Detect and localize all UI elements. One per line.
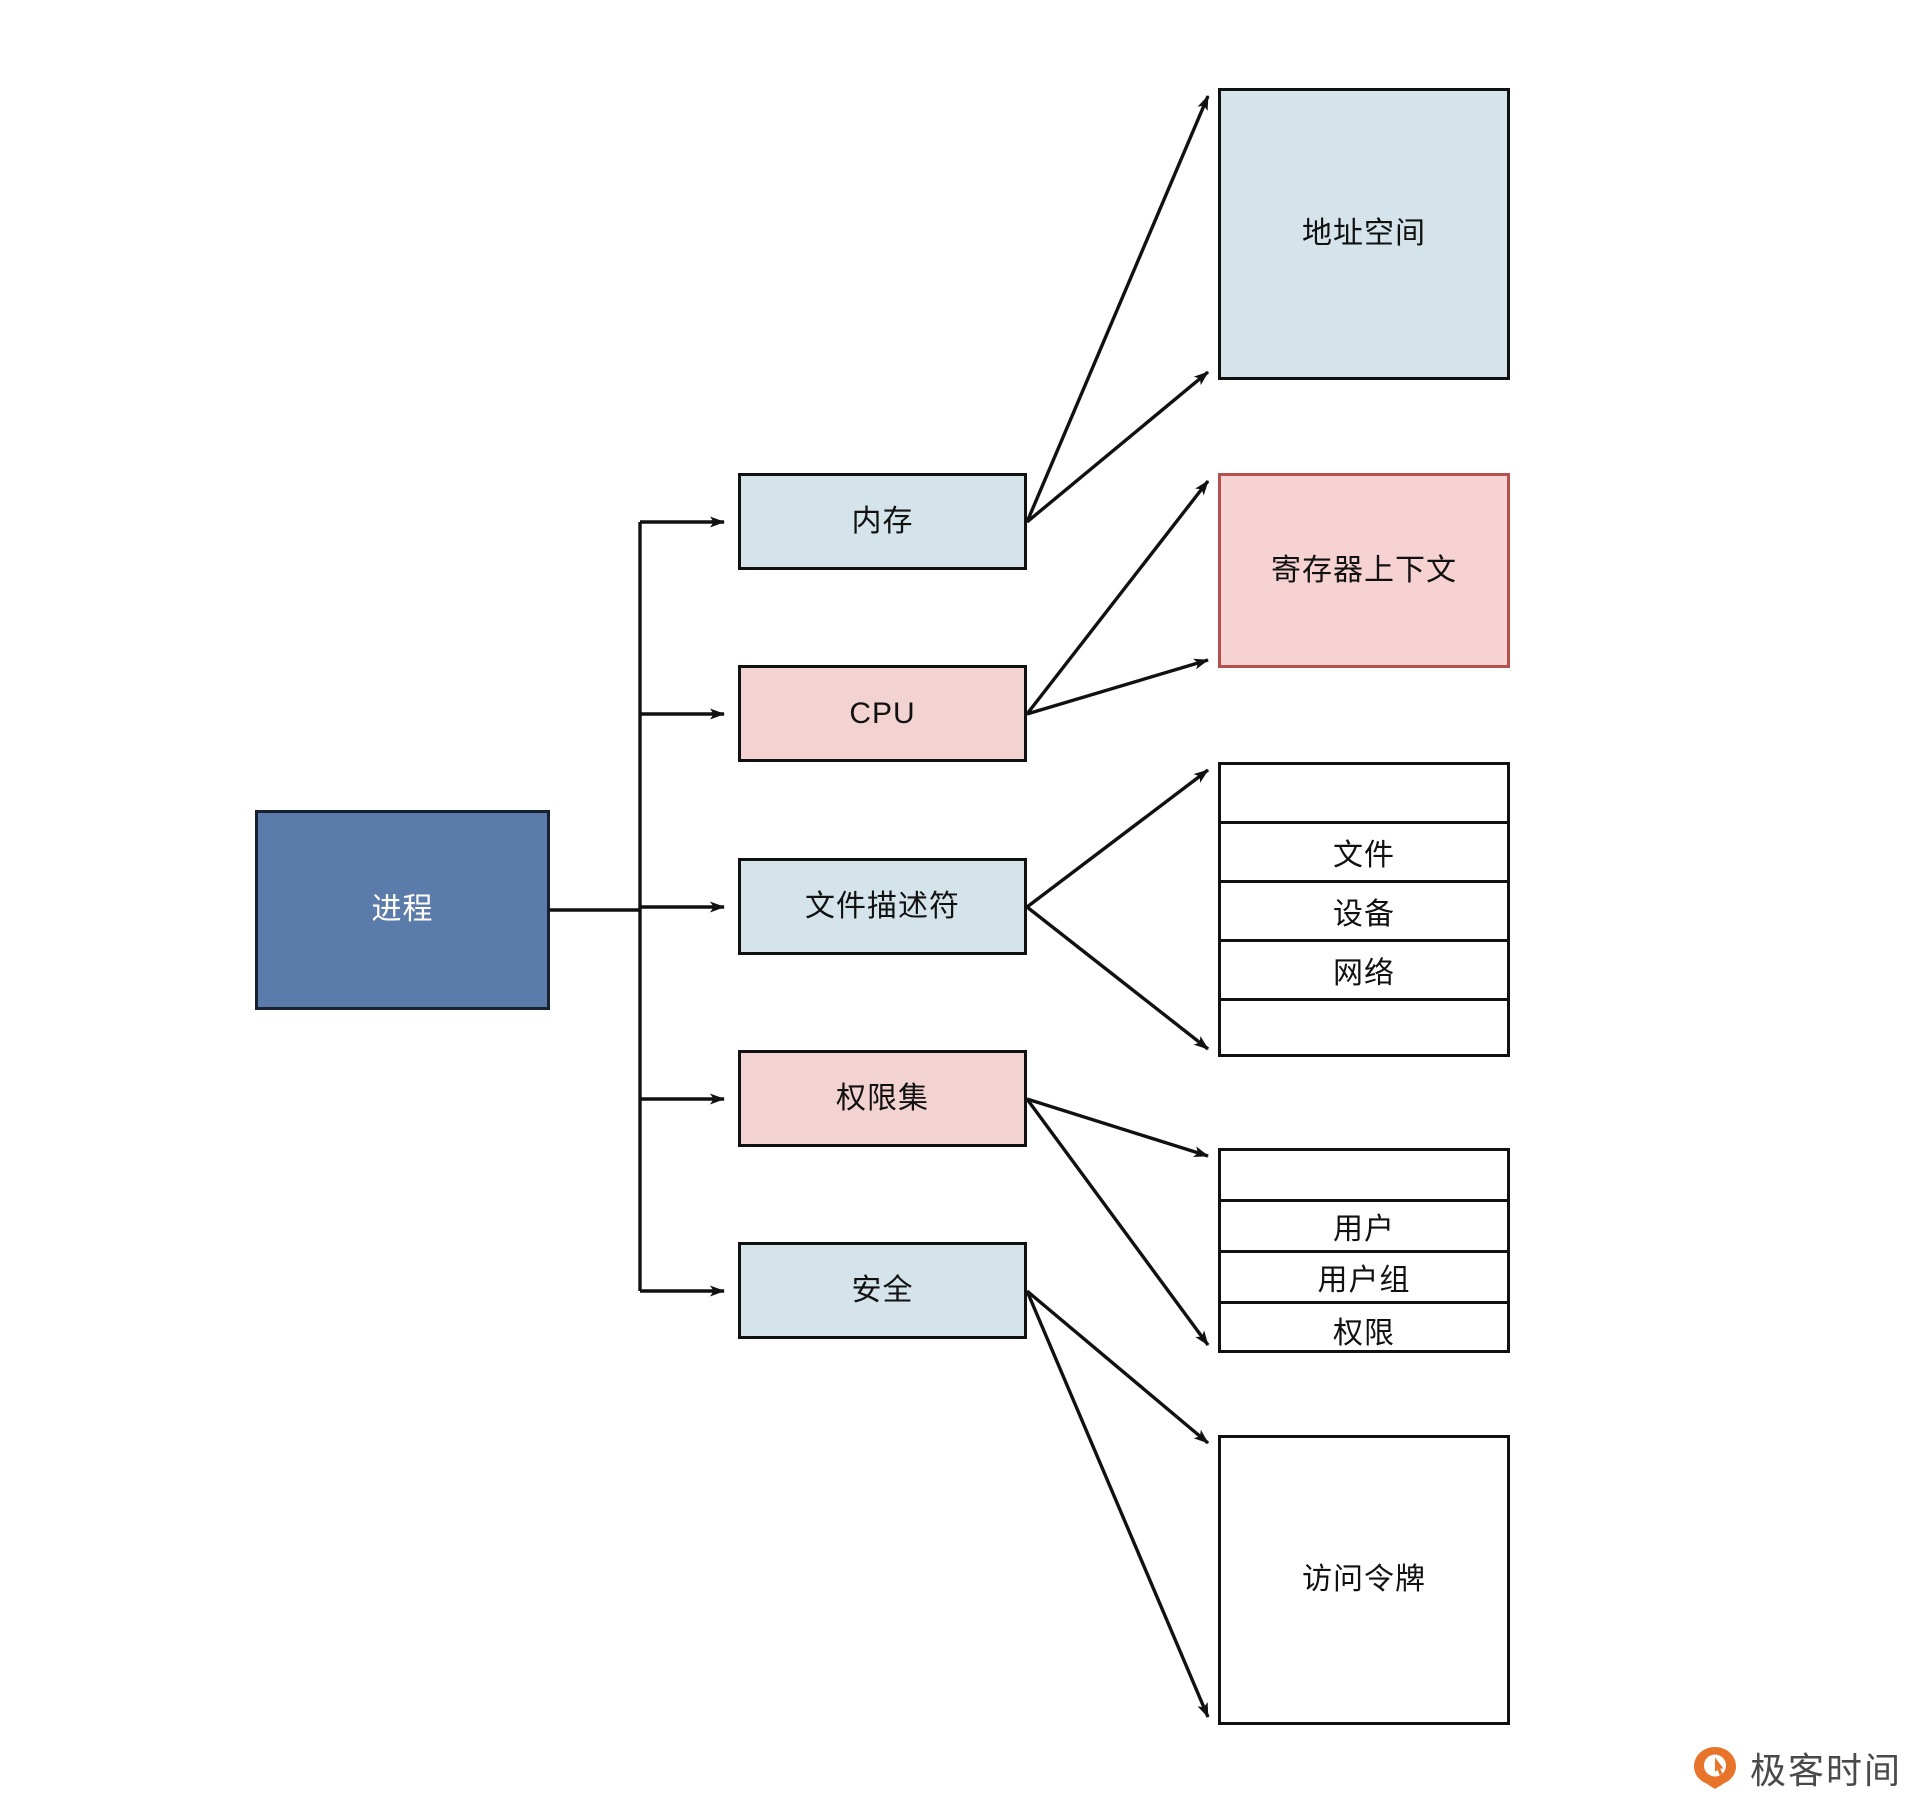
node-memory-label: 内存: [851, 504, 914, 538]
table-row: [1221, 1151, 1507, 1202]
edge-cpu-register-top: [1025, 479, 1210, 716]
edge-security-token-top: [1025, 1289, 1210, 1445]
node-cpu-label: CPU: [849, 696, 916, 730]
node-file-descriptor[interactable]: 文件描述符: [738, 858, 1027, 955]
edge-fd-table-top: [1025, 768, 1210, 909]
edge-security-token-bottom: [1025, 1290, 1210, 1718]
node-register-context-label: 寄存器上下文: [1271, 553, 1457, 587]
table-cell: 权限: [1333, 1316, 1395, 1350]
table-cell: 网络: [1333, 957, 1395, 990]
node-security-label: 安全: [851, 1273, 914, 1307]
edge-permissions-table-top: [1026, 1097, 1209, 1158]
table-row: 文件: [1221, 824, 1507, 883]
node-access-token[interactable]: 访问令牌: [1218, 1435, 1510, 1725]
edge-memory-address-bottom: [1025, 370, 1210, 524]
table-row: 权限: [1221, 1304, 1507, 1355]
node-address-space-label: 地址空间: [1302, 217, 1426, 250]
geektime-logo-text: 极客时间: [1750, 1750, 1903, 1791]
edge-permissions-table-bottom: [1025, 1097, 1210, 1347]
edge-memory-address-top: [1025, 95, 1210, 523]
table-row: 用户组: [1221, 1253, 1507, 1304]
table-cell: 用户: [1333, 1213, 1395, 1246]
node-process[interactable]: 进程: [255, 810, 550, 1010]
table-permissions: 用户 用户组 权限: [1218, 1148, 1510, 1353]
geektime-logo-icon: [1692, 1745, 1738, 1791]
node-file-descriptor-label: 文件描述符: [805, 889, 960, 923]
table-row: [1221, 765, 1507, 824]
node-access-token-label: 访问令牌: [1302, 1563, 1426, 1596]
node-cpu[interactable]: CPU: [738, 665, 1027, 762]
table-row: [1221, 1001, 1507, 1060]
node-address-space[interactable]: 地址空间: [1218, 88, 1510, 380]
table-cell: 用户组: [1317, 1264, 1411, 1297]
node-security[interactable]: 安全: [738, 1242, 1027, 1339]
edge-cpu-register-bottom: [1026, 658, 1209, 716]
node-memory[interactable]: 内存: [738, 473, 1027, 570]
table-cell: 文件: [1333, 839, 1395, 872]
table-row: 设备: [1221, 883, 1507, 942]
table-file-descriptor: 文件 设备 网络: [1218, 762, 1510, 1057]
table-row: 网络: [1221, 942, 1507, 1001]
node-process-label: 进程: [371, 893, 434, 926]
edge-fd-table-bottom: [1025, 905, 1210, 1051]
table-cell: 设备: [1333, 898, 1395, 931]
node-register-context[interactable]: 寄存器上下文: [1218, 473, 1510, 668]
watermark-logo: 极客时间: [1692, 1742, 1902, 1794]
node-permission-set-label: 权限集: [836, 1081, 929, 1115]
node-permission-set[interactable]: 权限集: [738, 1050, 1027, 1147]
table-row: 用户: [1221, 1202, 1507, 1253]
